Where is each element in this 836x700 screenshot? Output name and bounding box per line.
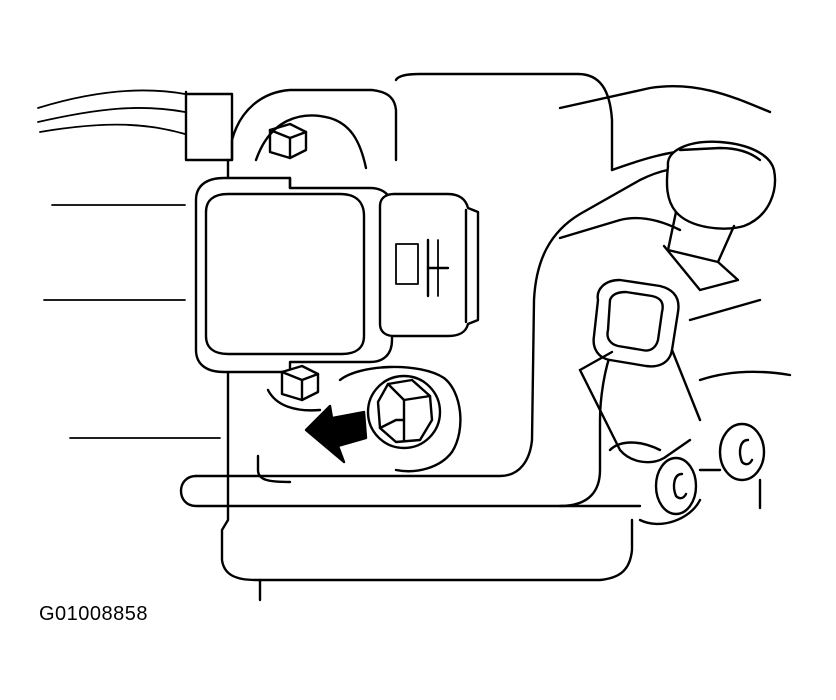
- throttle-position-sensor: [194, 176, 394, 374]
- lower-mounting-bolt: [266, 364, 322, 412]
- sensor-connector: [378, 192, 480, 338]
- figure-code: G01008858: [39, 603, 149, 625]
- right-hose-fitting: [662, 140, 777, 292]
- indicator-arrow: [304, 404, 368, 464]
- background-hose-lines: [37, 89, 221, 439]
- lower-right-bosses: [608, 422, 766, 526]
- target-hex-bolt: [376, 378, 434, 444]
- bolt-boss: [338, 365, 462, 473]
- fuel-injector-connector: [578, 278, 702, 464]
- upper-mounting-bolt: [254, 114, 368, 170]
- throttle-body-housing: [184, 72, 792, 602]
